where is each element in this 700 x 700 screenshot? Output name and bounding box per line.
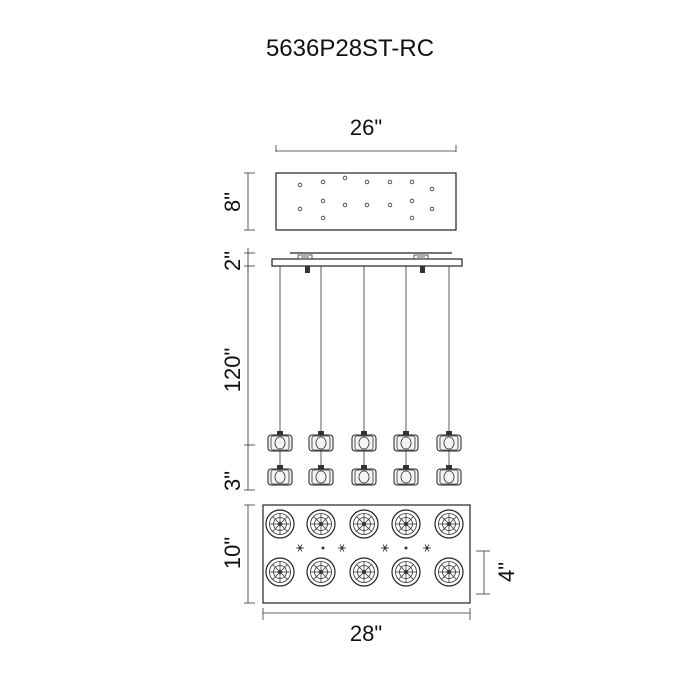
crystal-rosette bbox=[434, 557, 464, 587]
crystal-rosette bbox=[434, 509, 464, 539]
ornament bbox=[423, 544, 431, 552]
mounting-hole bbox=[387, 202, 393, 208]
bar-height-label: 2" bbox=[220, 251, 245, 271]
mounting-hole bbox=[320, 215, 326, 221]
mounting-hole bbox=[409, 179, 415, 185]
crystal-cube bbox=[393, 431, 419, 452]
mounting-hole bbox=[387, 179, 393, 185]
crystal-rosette bbox=[265, 509, 295, 539]
canopy-plate bbox=[275, 172, 457, 231]
bottom-ornaments bbox=[296, 544, 431, 552]
canopy-top-view: 26" bbox=[275, 115, 457, 231]
cable-length-label: 120" bbox=[220, 348, 245, 393]
pendant-5 bbox=[436, 266, 462, 486]
cable-length-dimension: 120" bbox=[220, 266, 255, 446]
model-number: 5636P28ST-RC bbox=[266, 35, 434, 62]
crystal-cube bbox=[308, 431, 334, 452]
crystal-rosette bbox=[349, 557, 379, 587]
dot bbox=[404, 546, 408, 550]
pendant-height-dimension: 3" bbox=[220, 445, 255, 491]
base-plate bbox=[262, 504, 471, 604]
pendant-height-label: 3" bbox=[220, 471, 245, 491]
ornament bbox=[296, 544, 304, 552]
mounting-hole bbox=[297, 182, 303, 188]
bar-clip-left bbox=[305, 266, 310, 273]
ornament bbox=[338, 544, 346, 552]
ornament bbox=[381, 544, 389, 552]
mounting-hole bbox=[320, 198, 326, 204]
dot bbox=[321, 546, 325, 550]
crystal-rosette bbox=[306, 509, 336, 539]
crystal-rosette bbox=[306, 557, 336, 587]
base-bottom-view bbox=[262, 504, 471, 604]
mounting-hole bbox=[429, 206, 435, 212]
pendant-group bbox=[267, 266, 462, 486]
mounting-hole bbox=[429, 186, 435, 192]
row-spacing-dimension: 4" bbox=[476, 550, 519, 595]
crystal-rosette bbox=[391, 557, 421, 587]
bar-connector-right bbox=[413, 254, 429, 260]
pendant-2 bbox=[308, 266, 334, 486]
canopy-depth-label: 8" bbox=[220, 192, 245, 212]
base-depth-dimension: 10" bbox=[220, 504, 255, 604]
mounting-hole bbox=[364, 179, 370, 185]
mounting-hole bbox=[364, 202, 370, 208]
mounting-hole bbox=[409, 198, 415, 204]
crystal-rosette bbox=[391, 509, 421, 539]
bar-height-dimension: 2" bbox=[220, 248, 255, 271]
canopy-depth-dimension: 8" bbox=[220, 172, 255, 231]
mounting-hole bbox=[342, 175, 348, 181]
crystal-rosette bbox=[265, 557, 295, 587]
base-depth-label: 10" bbox=[220, 537, 245, 569]
row-spacing-label: 4" bbox=[494, 562, 519, 582]
crystal-cube bbox=[436, 431, 462, 452]
canopy-mounting-holes bbox=[297, 175, 435, 221]
pendant-1 bbox=[267, 266, 293, 486]
canopy-width-label: 26" bbox=[350, 115, 382, 140]
pendant-3 bbox=[351, 266, 377, 486]
overall-width-label: 28" bbox=[350, 621, 382, 646]
mounting-hole bbox=[409, 215, 415, 221]
crystal-cube bbox=[267, 431, 293, 452]
crystal-cube bbox=[351, 431, 377, 452]
bottom-crystal-grid bbox=[265, 509, 464, 587]
overall-width-dimension: 28" bbox=[262, 608, 471, 646]
mounting-hole bbox=[320, 179, 326, 185]
mounting-hole bbox=[297, 206, 303, 212]
bar-clip-right bbox=[420, 266, 425, 273]
bar-plate bbox=[271, 258, 463, 267]
pendant-4 bbox=[393, 266, 419, 486]
mounting-bar bbox=[271, 252, 463, 273]
mounting-hole bbox=[342, 202, 348, 208]
bar-connector-left bbox=[297, 254, 313, 260]
crystal-rosette bbox=[349, 509, 379, 539]
